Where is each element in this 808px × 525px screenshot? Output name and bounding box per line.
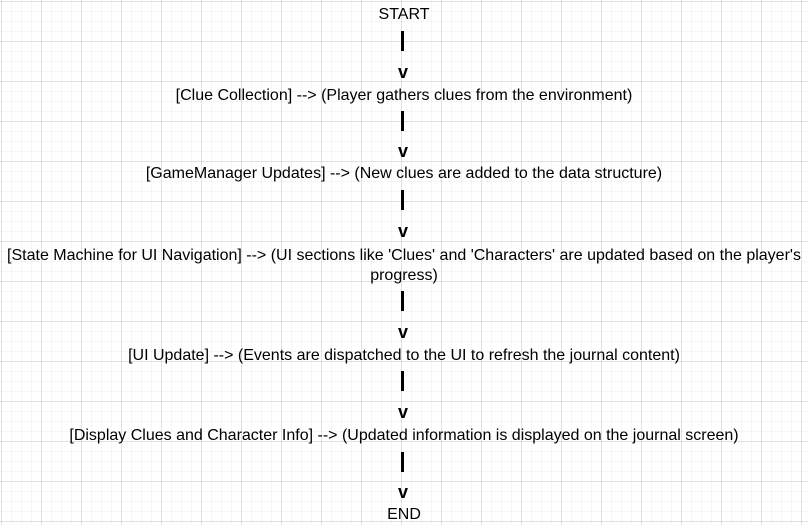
arrow-down-icon: v [397, 482, 408, 502]
arrow-down-icon: v [397, 221, 408, 241]
connector-line [401, 190, 404, 210]
connector-line [401, 291, 404, 311]
step-clue-collection: [Clue Collection] --> (Player gathers cl… [175, 87, 633, 104]
arrow-down-icon: v [397, 402, 408, 422]
arrow-down-icon: v [397, 141, 408, 161]
step-ui-update: [UI Update] --> (Events are dispatched t… [128, 347, 680, 364]
arrow-down-icon: v [397, 62, 408, 82]
connector-line [401, 111, 404, 131]
connector-line [401, 31, 404, 51]
connector-line [401, 452, 404, 472]
end-node: END [387, 506, 421, 523]
connector-line [401, 371, 404, 391]
start-node: START [378, 6, 430, 23]
step-gamemanager-updates: [GameManager Updates] --> (New clues are… [145, 165, 663, 182]
step-display-clues-character-info: [Display Clues and Character Info] --> (… [69, 427, 739, 444]
arrow-down-icon: v [397, 322, 408, 342]
step-state-machine-ui-navigation: [State Machine for UI Navigation] --> (U… [7, 247, 801, 284]
